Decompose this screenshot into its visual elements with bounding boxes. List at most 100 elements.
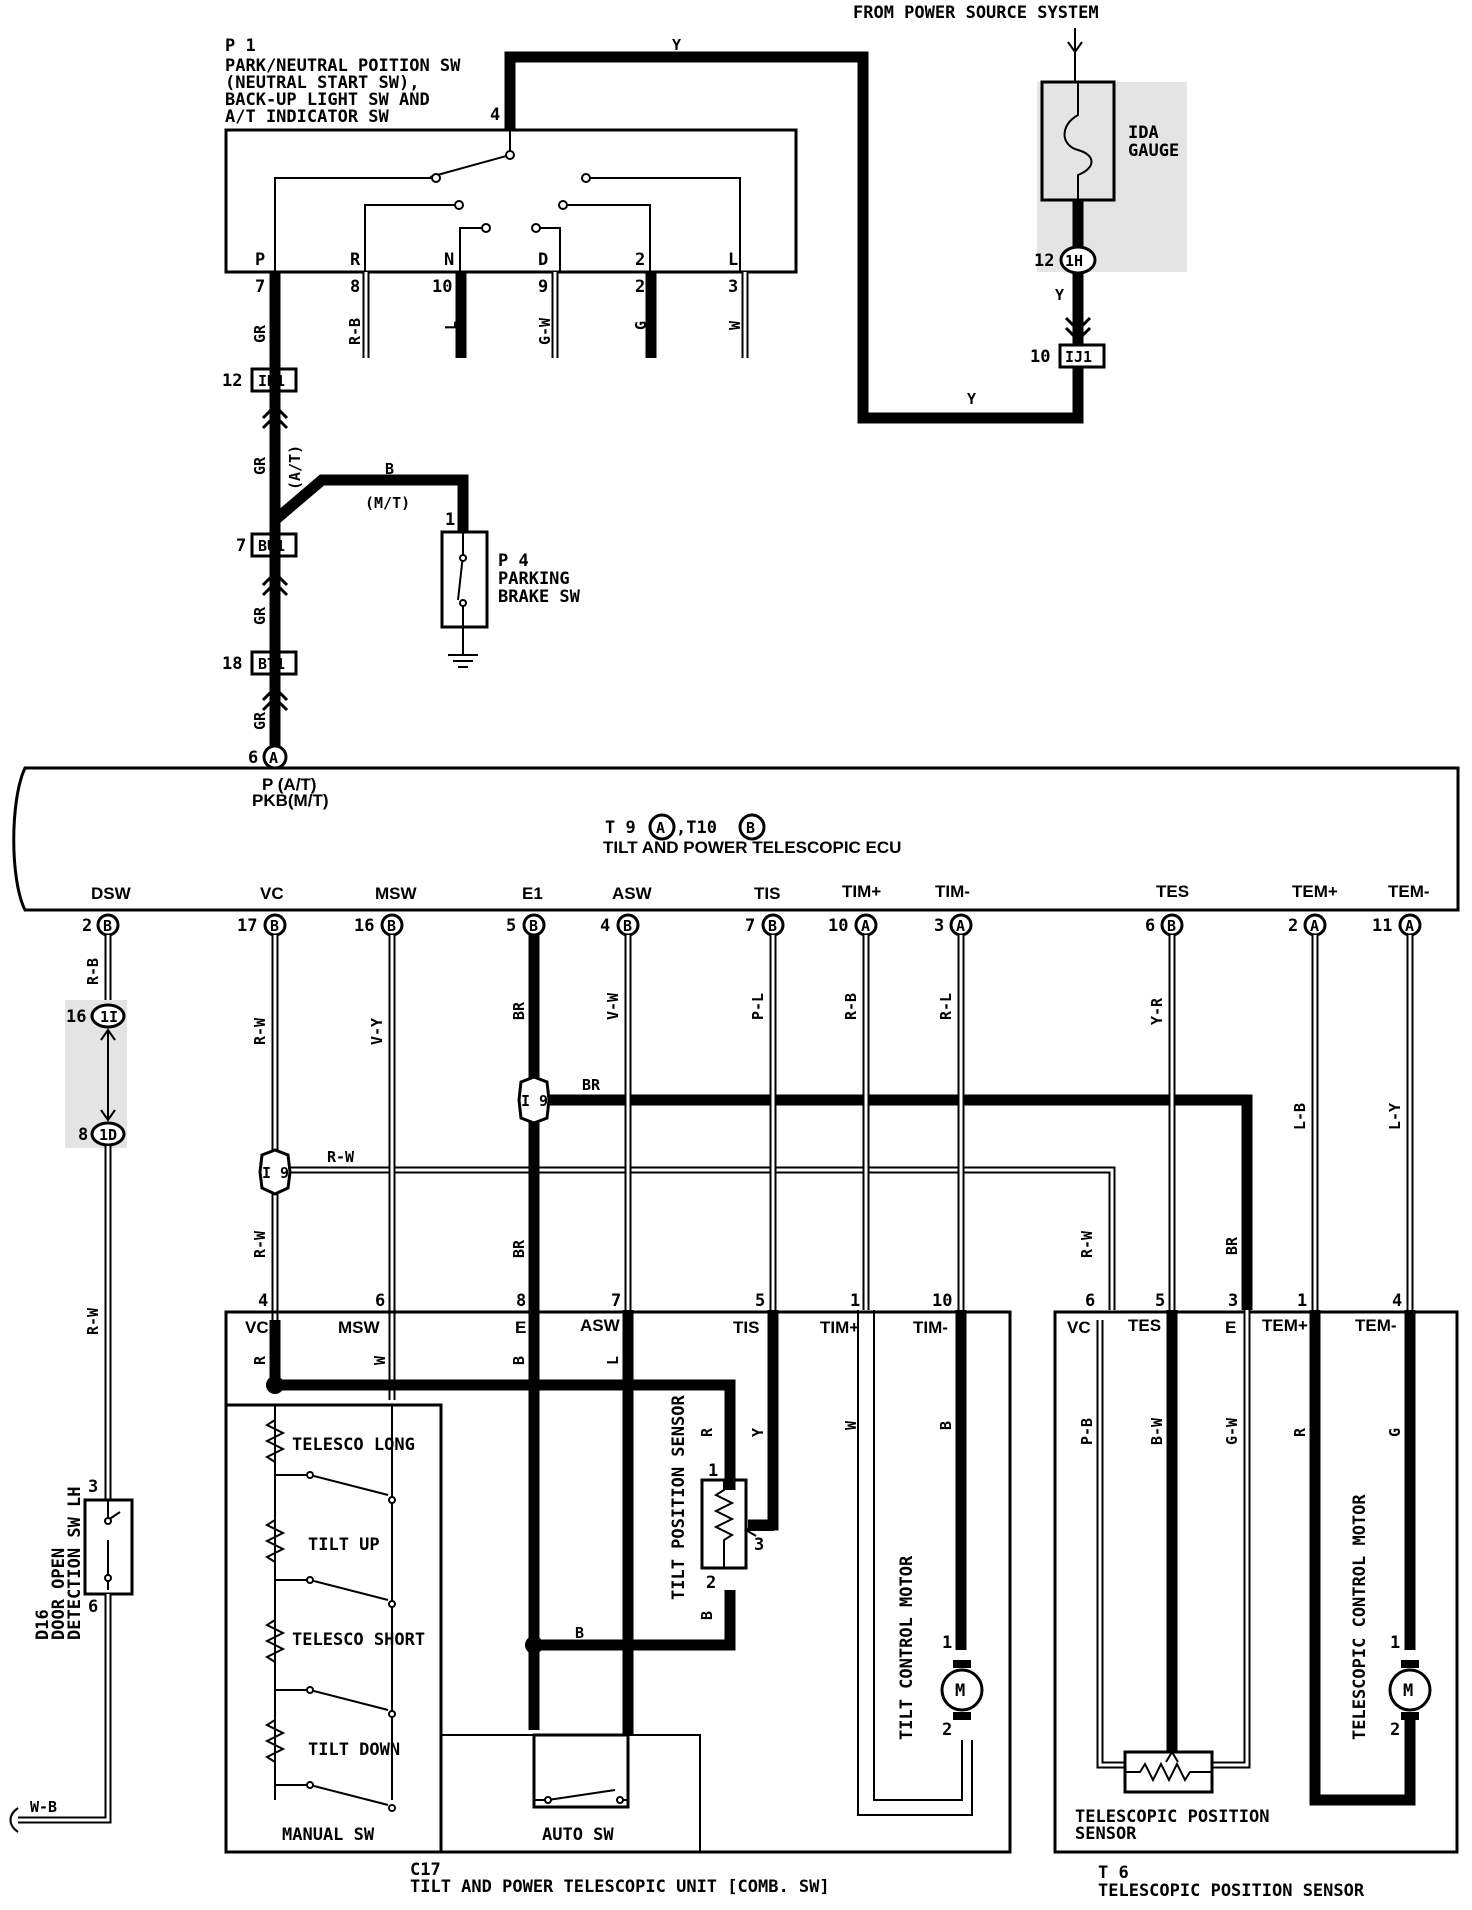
p1-line-2: (NEUTRAL START SW), — [225, 73, 419, 93]
wire-vc-label-1: R-W — [251, 1017, 269, 1045]
ecu-terminal-vc: VC B 17 — [237, 884, 287, 937]
wire-b-mt — [271, 474, 469, 532]
p1-pin-9: 9 — [538, 277, 548, 297]
p4-switch-icon — [457, 532, 464, 627]
switch-telesco-short: TELESCO SHORT — [264, 1619, 425, 1718]
t6-name: TELESCOPIC POSITION SENSOR — [1098, 1881, 1365, 1901]
t6-wire-g: G — [1386, 1428, 1404, 1437]
ecu-title-prefix: T 9 — [605, 818, 636, 838]
wire-rw-h-label: R-W — [327, 1148, 355, 1166]
wire-br-t6-label: BR — [1223, 1236, 1241, 1255]
svg-text:E1: E1 — [522, 884, 543, 903]
wire-e1-label-2: BR — [510, 1239, 528, 1258]
d16-id: D16 — [33, 1609, 53, 1640]
wire-temm-label: L-Y — [1386, 1103, 1404, 1130]
p1-contact-l — [590, 177, 741, 272]
svg-text:B: B — [768, 917, 777, 935]
connector-ij1-pin: 10 — [1030, 347, 1050, 367]
p1-pin-3: 3 — [728, 277, 738, 297]
wire-br-to-t6 — [534, 1094, 1253, 1310]
t6-sensor-resistor-icon — [1125, 1761, 1212, 1783]
tilt-sensor-label: TILT POSITION SENSOR — [669, 1395, 689, 1600]
svg-text:TELESCO LONG: TELESCO LONG — [292, 1435, 415, 1455]
p1-pos-p: P — [255, 250, 265, 270]
connector-bu1-pin: 7 — [236, 536, 246, 556]
wire-timm-label: R-L — [937, 993, 955, 1020]
c17-wire-b2: B — [937, 1421, 955, 1430]
svg-text:B: B — [529, 917, 538, 935]
connector-1i — [90, 1003, 126, 1029]
switch-tilt-up: TILT UP — [264, 1519, 396, 1608]
wire-y-label-1: Y — [1055, 286, 1064, 304]
t6-term-vc: VC — [1067, 1318, 1091, 1337]
svg-text:6: 6 — [1145, 916, 1155, 936]
svg-text:16: 16 — [354, 916, 374, 936]
wire-rw-to-t6 — [275, 1168, 1114, 1310]
ecu-conn-a-letter: A — [269, 749, 278, 767]
wire-gr-label-3: GR — [251, 606, 269, 625]
t6-sensor-label-2: SENSOR — [1075, 1824, 1137, 1844]
svg-text:TILT UP: TILT UP — [308, 1535, 380, 1555]
c17-pin-tis: 5 — [755, 1291, 765, 1311]
p1-wire-w-label: W — [726, 320, 744, 330]
t6-term-tes: TES — [1128, 1316, 1161, 1335]
d16-pin-3: 3 — [88, 1477, 98, 1497]
tilt-motor-label: TILT CONTROL MOTOR — [897, 1555, 917, 1740]
svg-text:B: B — [623, 917, 632, 935]
svg-text:11: 11 — [1372, 916, 1392, 936]
connector-1i-label: 1I — [100, 1008, 118, 1026]
ecu-title-conn-a: A — [656, 819, 665, 837]
tilt-sensor-tis-wire — [748, 1310, 779, 1531]
dsw-arrows-icon — [100, 1028, 116, 1122]
telescopic-motor-m: M — [1403, 1681, 1413, 1701]
c17-pin-asw: 7 — [611, 1291, 621, 1311]
c17-wire-r: R — [251, 1355, 269, 1365]
c17-wire-b3: B — [698, 1611, 716, 1620]
svg-text:A: A — [956, 917, 965, 935]
connector-1d-label: 1D — [99, 1126, 117, 1144]
wire-vc-label-2: R-W — [251, 1230, 269, 1258]
ecu-left-label-1: P (A/T) — [262, 775, 316, 794]
switch-tilt-down: TILT DOWN — [264, 1719, 400, 1812]
wire-y-main — [504, 51, 1084, 424]
t6-pin-temm: 4 — [1392, 1291, 1402, 1311]
ecu-conn-a-pin: 6 — [248, 748, 258, 768]
t6-wire-gw: G-W — [1223, 1417, 1241, 1445]
junction-i9-e1-label: I 9 — [521, 1092, 548, 1110]
svg-text:B: B — [103, 917, 112, 935]
p1-pos-n: N — [444, 250, 454, 270]
svg-text:10: 10 — [828, 916, 848, 936]
t6-e-wire — [1212, 1310, 1249, 1767]
p1-pos-r: R — [350, 250, 361, 270]
wire-e1-label-1: BR — [510, 1001, 528, 1020]
connector-ik1 — [250, 367, 298, 393]
junction-i9-e1 — [517, 1075, 551, 1125]
p1-contact-r — [364, 204, 455, 272]
c17-box — [224, 1310, 1012, 1854]
connector-1i-pin: 16 — [66, 1007, 86, 1027]
t6-sensor-label-1: TELESCOPIC POSITION — [1075, 1807, 1269, 1827]
svg-text:TILT DOWN: TILT DOWN — [308, 1740, 400, 1760]
c17-id: C17 — [410, 1860, 441, 1880]
dsw-ground-wire — [18, 1594, 110, 1822]
t6-wire-pb: P-B — [1078, 1418, 1096, 1445]
wire-y-label-3: Y — [967, 390, 976, 408]
tilt-sensor-resistor-icon — [713, 1480, 735, 1568]
connector-bu1-label: BU1 — [258, 537, 285, 555]
svg-text:B: B — [270, 917, 279, 935]
svg-text:TIM+: TIM+ — [842, 882, 881, 901]
connector-ik1-pin: 12 — [222, 371, 242, 391]
p1-switch-arm — [429, 130, 511, 178]
ecu-terminal-e1: E1 B 5 — [506, 884, 546, 937]
t6-sensor-wiper-icon — [1165, 1750, 1179, 1763]
wire-gr-label-2: GR — [251, 456, 269, 475]
p1-pin-7: 7 — [255, 277, 265, 297]
d16-pin-6: 6 — [88, 1597, 98, 1617]
wire-mt-label: (M/T) — [365, 494, 410, 512]
c17-pin-msw: 6 — [375, 1291, 385, 1311]
t6-pin-tes: 5 — [1155, 1291, 1165, 1311]
telescopic-motor-label: TELESCOPIC CONTROL MOTOR — [1350, 1494, 1370, 1740]
dsw-wire-rw-label: R-W — [84, 1307, 102, 1335]
c17-wire-l: L — [604, 1356, 622, 1365]
